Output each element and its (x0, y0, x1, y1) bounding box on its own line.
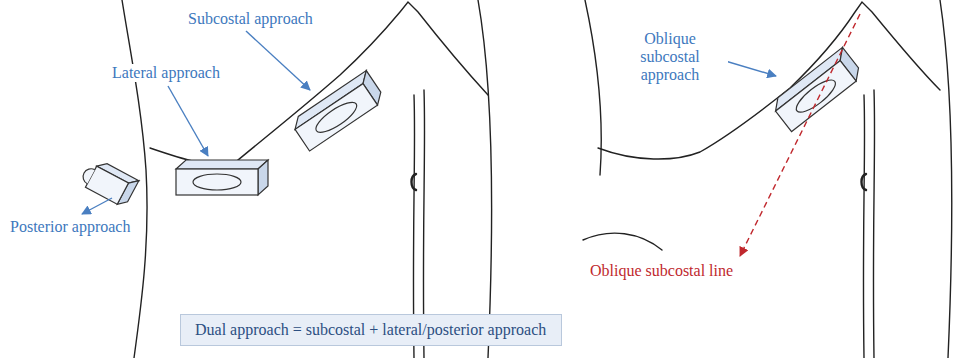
approach-label: Subcostal approach (186, 10, 315, 28)
summary-box: Dual approach = subcostal + lateral/post… (180, 314, 562, 346)
oblique-subcostal-line (740, 14, 860, 256)
oblique-subcostal-probe (770, 47, 864, 131)
subcostal-probe (290, 71, 386, 151)
leader-line (82, 31, 776, 214)
approach-label: Lateral approach (110, 64, 222, 82)
body-outline (122, 0, 952, 358)
approach-label: Oblique subcostal approach (612, 30, 728, 84)
lateral-probe (176, 160, 268, 195)
line-label: Oblique subcostal line (588, 262, 735, 280)
approach-label: Posterior approach (8, 218, 132, 236)
box-text: Dual approach = subcostal + lateral/post… (195, 321, 547, 339)
